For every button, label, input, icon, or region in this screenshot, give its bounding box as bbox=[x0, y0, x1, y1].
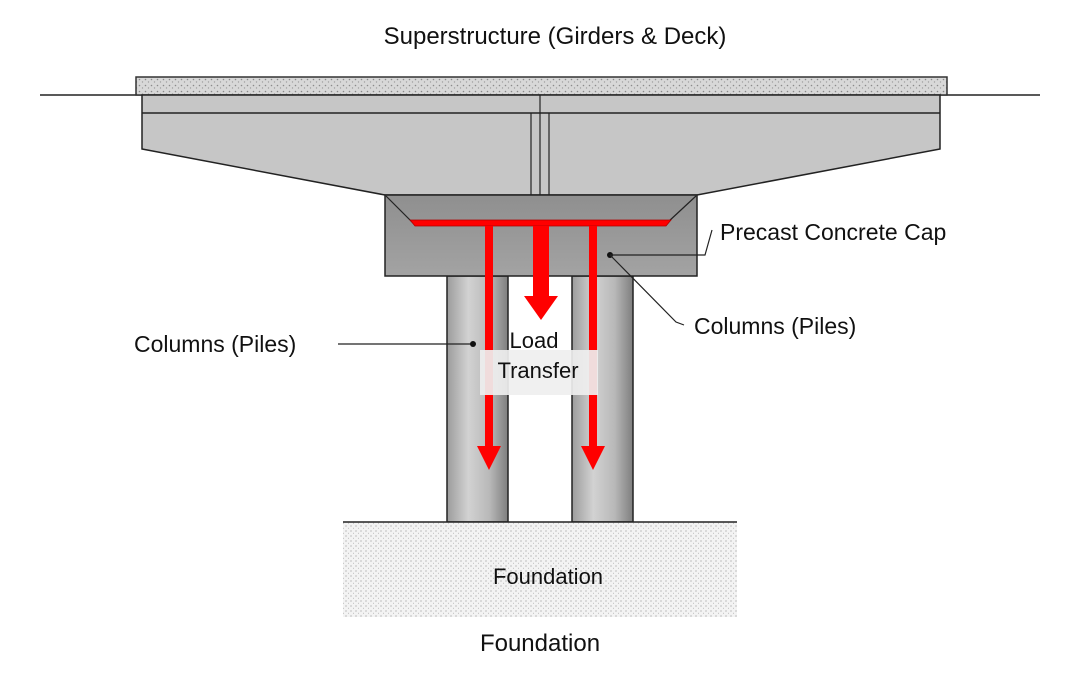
cap-callout-leader bbox=[610, 229, 713, 256]
columns-right-label: Columns (Piles) bbox=[694, 313, 856, 339]
foundation-caption: Foundation bbox=[480, 630, 600, 657]
load-arrow-left-head bbox=[477, 446, 501, 470]
load-arrow-right-shaft bbox=[589, 226, 597, 448]
load-transfer-label-line2: Transfer bbox=[497, 358, 578, 383]
superstructure-title: Superstructure (Girders & Deck) bbox=[384, 23, 727, 50]
load-distribution-bar bbox=[409, 219, 672, 227]
load-transfer-label-line1: Load bbox=[510, 328, 559, 353]
foundation-block bbox=[343, 522, 737, 617]
cap-label: Precast Concrete Cap bbox=[720, 219, 946, 245]
load-arrow-left-shaft bbox=[485, 226, 493, 448]
load-arrow-center-shaft bbox=[533, 226, 549, 298]
load-arrow-right-head bbox=[581, 446, 605, 470]
deck-slab bbox=[135, 76, 948, 96]
load-arrow-center-head bbox=[524, 296, 558, 320]
columns-right-leader bbox=[609, 254, 685, 326]
load-transfer-arrows bbox=[409, 219, 672, 470]
columns-left-label: Columns (Piles) bbox=[134, 331, 296, 357]
girder-body bbox=[141, 94, 941, 196]
columns-left-callout-dot bbox=[470, 341, 476, 347]
load-transfer-label-bg bbox=[480, 350, 598, 395]
column-right bbox=[571, 275, 634, 523]
cap-chamfer-right bbox=[667, 195, 697, 223]
column-left bbox=[446, 275, 509, 523]
cap-chamfer-left bbox=[385, 195, 413, 223]
foundation-inner-label: Foundation bbox=[493, 564, 603, 589]
